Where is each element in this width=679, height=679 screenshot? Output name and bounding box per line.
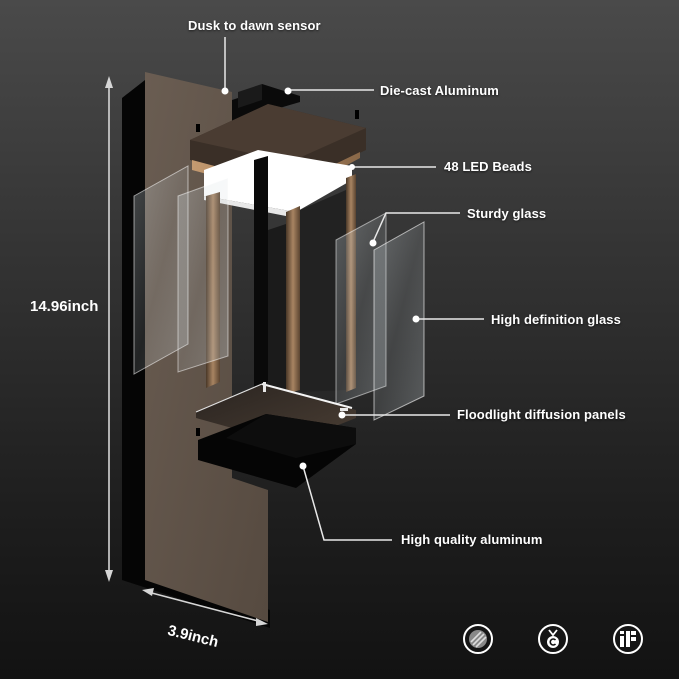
callout-diffusion-panels: Floodlight diffusion panels <box>457 407 626 422</box>
glass-left-inner <box>177 177 229 373</box>
glass-right-hd <box>373 221 425 421</box>
if-design-award-icon <box>613 624 643 654</box>
callout-led-beads: 48 LED Beads <box>444 159 532 174</box>
callout-hd-glass: High definition glass <box>491 312 621 327</box>
width-dimension-arrow <box>142 588 268 626</box>
height-dimension-arrow <box>105 76 113 582</box>
callout-dusk-to-dawn-sensor: Dusk to dawn sensor <box>188 18 321 33</box>
callout-lines <box>221 37 484 541</box>
led-panel <box>204 150 352 212</box>
medal-c-icon <box>538 624 568 654</box>
callout-die-cast-aluminum: Die-cast Aluminum <box>380 83 499 98</box>
callout-high-quality-aluminum: High quality aluminum <box>401 532 543 547</box>
globe-stripes-icon <box>463 624 493 654</box>
callout-sturdy-glass: Sturdy glass <box>467 206 547 221</box>
height-dimension-label: 14.96inch <box>30 298 99 315</box>
backplate-side <box>122 80 270 628</box>
